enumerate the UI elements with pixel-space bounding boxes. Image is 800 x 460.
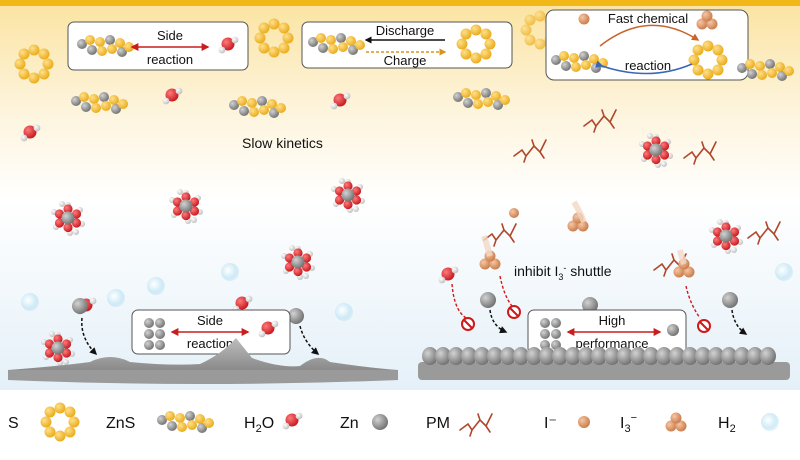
blocked-water-arrow [451, 283, 467, 319]
zinc-deposit-grain [474, 347, 490, 365]
zinc-deposit-grain [656, 347, 672, 365]
hydrogen-bubble [221, 263, 239, 281]
side-reaction-top-line1: Side [157, 28, 183, 43]
zinc-deposit-grain [526, 347, 542, 365]
motion-trail [677, 249, 687, 265]
hydrogen-bubble [107, 289, 125, 307]
zinc-deposit-grain [682, 347, 698, 365]
legend-label-zn: Zn [340, 415, 359, 432]
zinc-deposit-grain [734, 347, 750, 365]
deposition-arrow [299, 325, 320, 355]
zinc-deposit-grain [591, 347, 607, 365]
uniform-zinc-layer [422, 347, 776, 365]
hydrogen-bubble [147, 277, 165, 295]
slow-kinetics-label: Slow kinetics [242, 135, 323, 151]
legend-hydrogen-icon [761, 413, 779, 431]
zinc-anode-dendritic [8, 338, 398, 384]
zinc-deposit-grain [487, 347, 503, 365]
zinc-deposit-grain [578, 347, 594, 365]
zinc-deposit-grain [513, 347, 529, 365]
charge-label: Charge [384, 53, 427, 68]
zinc-atom [72, 298, 88, 314]
motion-trail [571, 200, 587, 224]
legend-triiodide-icon [665, 412, 687, 432]
iodide-ion [509, 208, 519, 218]
legend-label-zns: ZnS [106, 415, 135, 432]
zinc-deposit-grain [539, 347, 555, 365]
zinc-deposit-grain [552, 347, 568, 365]
inhibit-shuttle-label: inhibit I3- shuttle [514, 263, 612, 282]
legend-label-h2: H2 [718, 415, 736, 435]
zinc-deposit-grain [461, 347, 477, 365]
zinc-atom [722, 292, 738, 308]
side-reaction-bottom-line2: reaction [187, 336, 233, 351]
legend-label-iodide: I⁻ [544, 415, 557, 432]
legend-sulfur-icon [40, 402, 80, 442]
box-fast-chemical-reaction: Fast chemical reaction [545, 9, 749, 81]
legend-label-h2o: H2O [244, 415, 274, 435]
hydrogen-bubble [335, 303, 353, 321]
box-discharge-charge: Discharge Charge [301, 21, 513, 69]
forbidden-icon [461, 317, 475, 331]
top-accent-bar [0, 0, 800, 6]
zinc-deposit-grain [643, 347, 659, 365]
legend-label-triiodide: I3− [620, 412, 637, 435]
deposition-arrow [731, 309, 748, 335]
legend-pm-icon [459, 413, 493, 437]
forbidden-icon [507, 305, 521, 319]
motion-trail [481, 235, 493, 257]
box-side-reaction-top: Side reaction [67, 21, 249, 71]
zinc-deposit-grain [500, 347, 516, 365]
blocked-iodine-arrow [499, 275, 513, 307]
forbidden-icon [697, 319, 711, 333]
zinc-deposit-grain [708, 347, 724, 365]
zinc-deposit-grain [630, 347, 646, 365]
deposition-arrow [81, 317, 98, 356]
zinc-atom [480, 292, 496, 308]
zinc-deposit-grain [721, 347, 737, 365]
deposition-arrow [489, 309, 508, 334]
zinc-deposit-grain [422, 347, 438, 365]
zinc-deposit-grain [747, 347, 763, 365]
legend-zinc-icon [372, 414, 388, 430]
zinc-deposit-grain [617, 347, 633, 365]
box-side-reaction-bottom: Side reaction [131, 309, 291, 355]
zinc-deposit-grain [669, 347, 685, 365]
zinc-deposit-grain [695, 347, 711, 365]
legend-label-pm: PM [426, 415, 450, 432]
fast-chemical-line2: reaction [625, 58, 671, 73]
legend-zns-icon [157, 411, 214, 433]
high-performance-line2: performance [576, 336, 649, 351]
side-reaction-bottom-line1: Side [197, 313, 223, 328]
side-reaction-top-line2: reaction [147, 52, 193, 67]
zinc-anode-uniform [418, 362, 790, 380]
zinc-deposit-grain [604, 347, 620, 365]
zinc-deposit-grain [435, 347, 451, 365]
zinc-deposit-grain [760, 347, 776, 365]
legend-iodide-icon [578, 416, 590, 428]
hydrogen-bubble [775, 263, 793, 281]
high-performance-line1: High [599, 313, 626, 328]
zinc-deposit-grain [448, 347, 464, 365]
blocked-iodine-arrow [685, 285, 701, 319]
legend: S ZnS H2O Zn PM I⁻ I3− H2 [8, 402, 779, 442]
hydrogen-bubble [21, 293, 39, 311]
legend-water-icon [282, 412, 303, 430]
zinc-deposit-grain [565, 347, 581, 365]
box-high-performance: High performance [527, 309, 687, 355]
discharge-label: Discharge [376, 23, 435, 38]
fast-chemical-line1: Fast chemical [608, 11, 688, 26]
legend-label-s: S [8, 415, 19, 432]
